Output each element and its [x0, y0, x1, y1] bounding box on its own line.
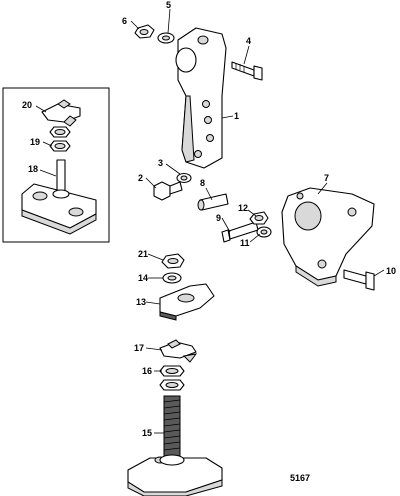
- callout-14: 14: [138, 273, 148, 283]
- inset-frame: [2, 87, 110, 243]
- part-21-nut: [161, 253, 185, 269]
- part-1-steering-bracket: [175, 27, 227, 169]
- callout-6: 6: [122, 16, 127, 26]
- callout-20: 20: [22, 100, 32, 110]
- part-15-mount-stud: [127, 395, 223, 496]
- part-17-tab-washer: [159, 339, 198, 363]
- callout-12: 12: [238, 203, 248, 213]
- part-18-mount-base: [21, 159, 97, 235]
- part-19-nuts: [49, 126, 71, 152]
- callout-7: 7: [324, 173, 329, 183]
- part-10-bolt: [343, 269, 375, 291]
- leader-lines: [35, 8, 385, 434]
- callout-13: 13: [136, 297, 146, 307]
- callout-3: 3: [158, 158, 163, 168]
- part-16-nuts: [159, 365, 185, 391]
- callout-19: 19: [30, 137, 40, 147]
- callout-2: 2: [138, 173, 143, 183]
- part-11-washer: [256, 226, 272, 238]
- figure-number: 5167: [290, 473, 310, 483]
- part-13-terminal: [159, 283, 215, 321]
- part-6-nut: [134, 24, 155, 39]
- callout-labels: 1 2 3 4 5 6 7 8 9 10 11 12 13 14 15 16 1…: [22, 0, 396, 483]
- callout-11: 11: [240, 238, 250, 248]
- callout-21: 21: [138, 249, 148, 259]
- part-4-bolt: [231, 61, 263, 81]
- callout-10: 10: [386, 266, 396, 276]
- part-8-spacer: [197, 193, 229, 211]
- callout-8: 8: [200, 178, 205, 188]
- part-2-bolt: [153, 181, 183, 201]
- part-7-mounting-plate: [281, 187, 375, 287]
- callout-1: 1: [234, 111, 239, 121]
- callout-5: 5: [166, 0, 171, 10]
- callout-9: 9: [216, 213, 221, 223]
- callout-4: 4: [246, 36, 251, 46]
- callout-17: 17: [134, 343, 144, 353]
- part-3-washer: [176, 172, 192, 184]
- part-14-washer: [162, 272, 182, 284]
- part-20-tab-washer: [41, 99, 81, 127]
- callout-18: 18: [28, 164, 38, 174]
- callout-15: 15: [142, 428, 152, 438]
- callout-16: 16: [142, 366, 152, 376]
- part-5-washer: [157, 32, 175, 44]
